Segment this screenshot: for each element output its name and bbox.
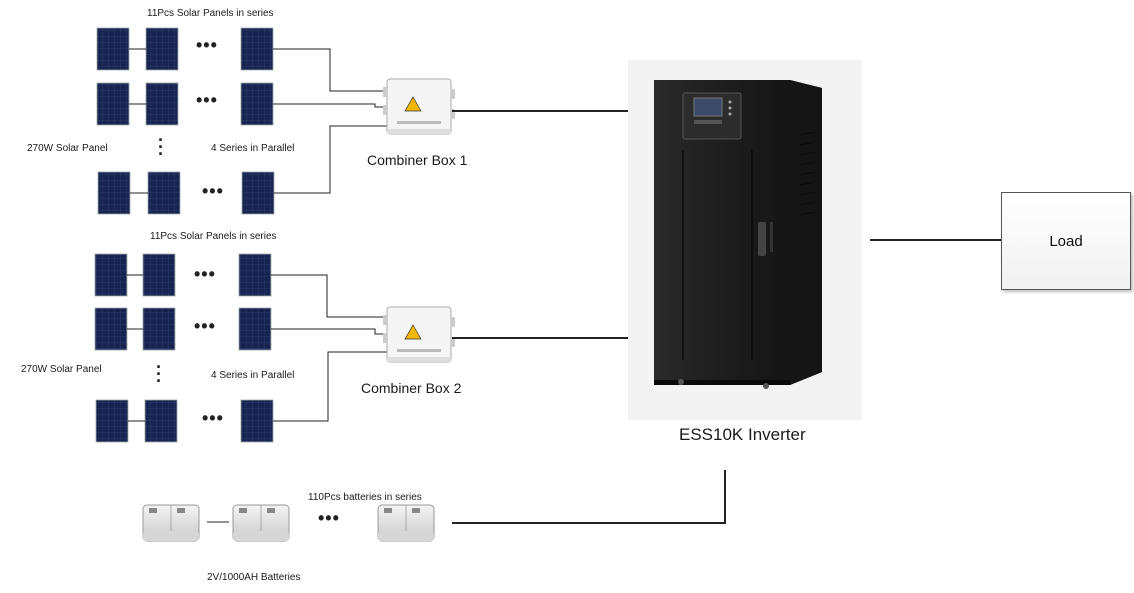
battery-icon <box>232 504 290 542</box>
vertical-ellipsis: ··· <box>158 130 164 164</box>
ellipsis: ••• <box>194 264 216 284</box>
solar-panel <box>144 399 178 443</box>
solar-panel <box>142 253 176 297</box>
string-wire <box>271 274 388 318</box>
battery-icon <box>142 504 200 542</box>
ellipsis: ••• <box>202 408 224 428</box>
solar-array-1 <box>96 27 388 215</box>
solar-panel <box>241 171 275 215</box>
ellipsis: ••• <box>202 181 224 201</box>
solar-panel <box>238 253 272 297</box>
solar-panel <box>240 27 274 71</box>
solar-panel <box>94 253 128 297</box>
string-wire <box>273 351 388 422</box>
vertical-ellipsis: ··· <box>156 357 162 391</box>
ellipsis: ••• <box>194 316 216 336</box>
load-box: Load <box>1001 192 1131 290</box>
combiner-box-1 <box>383 78 455 135</box>
solar-panel <box>96 82 130 126</box>
inverter-cabinet <box>628 60 862 420</box>
array2-series-label: 11Pcs Solar Panels in series <box>150 231 277 242</box>
battery-icon <box>377 504 435 542</box>
solar-panel <box>142 307 176 351</box>
array1-parallel-label: 4 Series in Parallel <box>211 143 295 154</box>
array2-panel-label: 270W Solar Panel <box>21 364 102 375</box>
ellipsis: ••• <box>196 90 218 110</box>
string-wire <box>271 328 388 335</box>
ellipsis: ••• <box>318 508 340 528</box>
wire-battery-inverter <box>452 470 726 524</box>
solar-panel <box>238 307 272 351</box>
combiner-box-2 <box>383 306 455 363</box>
inverter-display <box>693 97 723 117</box>
solar-panel <box>240 82 274 126</box>
array1-panel-label: 270W Solar Panel <box>27 143 108 154</box>
load-label: Load <box>1049 232 1083 250</box>
warning-icon <box>404 96 422 112</box>
solar-panel <box>240 399 274 443</box>
ellipsis: ••• <box>196 35 218 55</box>
door-handle <box>758 222 766 256</box>
combiner-box-1-label: Combiner Box 1 <box>367 152 468 168</box>
solar-panel <box>145 27 179 71</box>
solar-panel <box>147 171 181 215</box>
string-wire <box>273 103 388 108</box>
inverter-label: ESS10K Inverter <box>679 425 806 444</box>
array2-parallel-label: 4 Series in Parallel <box>211 370 295 381</box>
main-wiring <box>452 110 1001 524</box>
string-wire <box>274 125 388 194</box>
battery-series-label: 110Pcs batteries in series <box>308 492 422 503</box>
solar-array-2 <box>94 253 388 443</box>
battery-label: 2V/1000AH Batteries <box>207 572 301 583</box>
solar-panel <box>95 399 129 443</box>
combiner-box-2-label: Combiner Box 2 <box>361 380 462 396</box>
array1-series-label: 11Pcs Solar Panels in series <box>147 8 274 19</box>
solar-panel <box>145 82 179 126</box>
battery-bank <box>142 504 435 542</box>
solar-panel <box>94 307 128 351</box>
solar-panel <box>97 171 131 215</box>
solar-panel <box>96 27 130 71</box>
warning-icon <box>404 324 422 340</box>
string-wire <box>273 48 388 92</box>
